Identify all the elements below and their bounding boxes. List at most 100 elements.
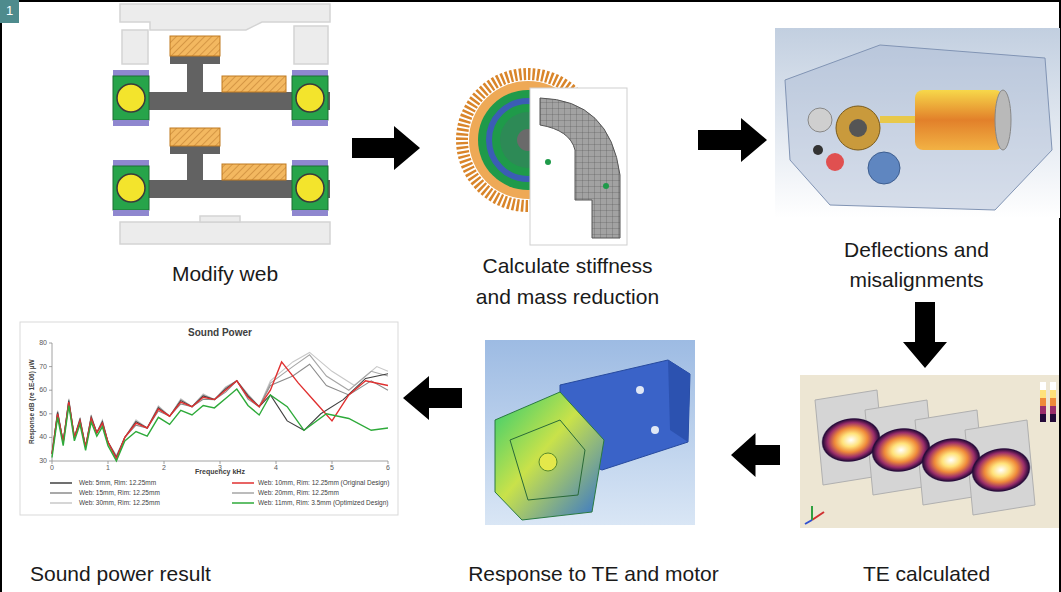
contact-pattern-plot	[1040, 390, 1046, 398]
legend-line	[232, 482, 254, 484]
tick-label: 6	[386, 464, 390, 472]
shaft-cross-section	[222, 164, 286, 180]
shaft-cross-section	[294, 26, 328, 64]
process-step: Sound power result	[15, 318, 400, 587]
sound-power-chart	[52, 343, 388, 461]
legend-text: Web: 20mm, Rim: 12.25mm	[258, 489, 339, 496]
gearbox-model	[826, 153, 844, 171]
shaft-cross-section	[113, 4, 330, 244]
process-step: Response to TE and motor	[463, 335, 724, 587]
shaft-cross-section	[292, 76, 328, 120]
contact-pattern-plot	[811, 506, 813, 520]
tick-label: 2	[162, 464, 166, 472]
contact-pattern-plot	[968, 443, 1035, 497]
gearbox-model	[785, 45, 1052, 210]
shaft-cross-section	[170, 128, 220, 146]
shaft-cross-section	[200, 216, 240, 222]
legend-line	[232, 502, 254, 504]
shaft-cross-section	[122, 30, 148, 64]
contact-pattern-plot	[1050, 406, 1056, 414]
tick-label: 50	[39, 410, 47, 418]
response-curve	[52, 362, 388, 459]
housing-response-model	[651, 426, 659, 434]
tick-label: 70	[39, 363, 47, 371]
gear-fe-model	[530, 88, 627, 245]
contact-pattern-plot	[1050, 414, 1056, 422]
chart-title: Sound Power	[188, 327, 252, 339]
shaft-cross-section	[113, 76, 149, 120]
legend-text: Web: 30mm, Rim: 12.25mm	[79, 499, 160, 506]
block-arrow	[903, 302, 947, 368]
shaft-cross-section	[113, 160, 149, 166]
tick-label: 30	[39, 457, 47, 465]
housing-response-model	[510, 420, 585, 500]
legend-text: Web: 10mm, Rim: 12.25mm (Original Design…	[258, 479, 389, 486]
shaft-cross-section	[292, 210, 328, 216]
shaft-cross-section	[187, 152, 203, 180]
gearbox-model	[995, 90, 1011, 150]
housing-response-model	[668, 360, 690, 442]
shaft-cross-section	[113, 210, 149, 216]
tick-label: 3	[218, 464, 222, 472]
housing-response-model	[636, 386, 644, 394]
gearbox-model	[813, 145, 823, 155]
legend-line	[50, 492, 72, 494]
shaft-cross-section	[292, 70, 328, 76]
contact-pattern-plot	[1040, 406, 1046, 414]
sound-power-chart	[20, 322, 398, 515]
block-arrow	[731, 433, 780, 477]
gearbox-model	[775, 28, 1060, 218]
step-caption: Sound power result	[30, 561, 400, 586]
gearbox-model	[880, 116, 916, 123]
contact-pattern-plot	[1050, 390, 1056, 398]
legend-line	[50, 482, 72, 484]
contact-pattern-plot	[1040, 382, 1046, 390]
shaft-cross-section	[170, 36, 220, 56]
step-caption: Response to TE and motor	[463, 561, 724, 586]
housing-response-model	[539, 453, 557, 471]
contact-pattern-plot	[812, 512, 824, 520]
gearbox-model	[915, 90, 1003, 150]
shaft-cross-section	[120, 222, 330, 244]
tick-label: 5	[330, 464, 334, 472]
frame-border	[0, 0, 19, 23]
gearbox-model	[868, 152, 900, 184]
tick-label: 60	[39, 386, 47, 394]
legend-text: Web: 15mm, Rim: 12.25mm	[79, 489, 160, 496]
block-arrow	[403, 376, 462, 420]
shaft-cross-section	[113, 120, 149, 126]
process-step: TE calculated	[795, 372, 1058, 587]
gear-fe-model	[462, 74, 627, 245]
shaft-cross-section	[113, 70, 149, 76]
gearbox-model	[836, 106, 880, 150]
process-step: Modify web	[110, 0, 340, 295]
gearbox-model	[808, 108, 832, 132]
shaft-cross-section	[222, 76, 286, 92]
shaft-cross-section	[117, 174, 145, 202]
gear-fe-model	[545, 159, 551, 165]
shaft-cross-section	[170, 56, 220, 64]
shaft-cross-section	[117, 84, 145, 112]
step-caption: TE calculated	[795, 561, 1058, 586]
block-arrow	[698, 118, 767, 162]
step-caption: Modify web	[110, 261, 340, 286]
shaft-cross-section	[170, 146, 220, 154]
contact-pattern-plot	[805, 520, 812, 524]
sound-power-chart	[20, 322, 398, 515]
legend-text: Web: 11mm, Rim: 3.5mm (Optimized Design)	[258, 499, 389, 506]
contact-pattern-plot	[1050, 398, 1056, 406]
housing-response-model	[495, 392, 604, 520]
shaft-cross-section	[170, 36, 220, 56]
contact-pattern-plot	[1040, 398, 1046, 406]
response-curve	[52, 389, 388, 461]
process-step: Deflections and misalignments	[775, 25, 1058, 300]
shaft-cross-section	[292, 166, 328, 210]
housing-response-model	[485, 340, 695, 525]
shaft-cross-section	[292, 120, 328, 126]
shaft-cross-section	[113, 166, 149, 210]
tick-label: 0	[50, 464, 54, 472]
gearbox-model	[849, 119, 867, 137]
response-curve	[52, 352, 388, 461]
contact-pattern-plot	[1050, 382, 1056, 390]
